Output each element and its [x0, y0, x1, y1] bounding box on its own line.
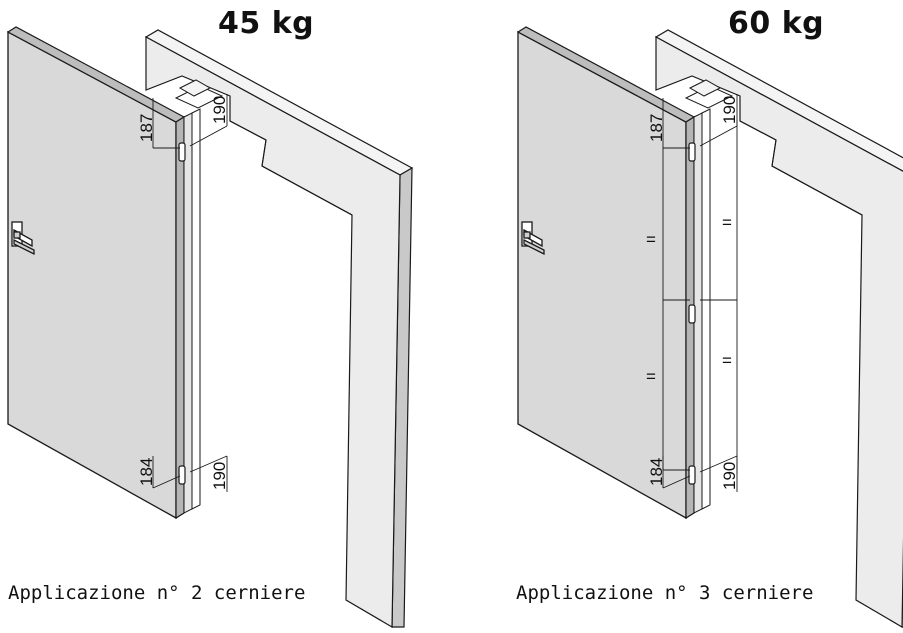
dim-bottom-right-left: 190 — [210, 462, 229, 490]
dim-top-left-right: 187 — [647, 114, 666, 142]
caption-right: Applicazione n° 3 cerniere — [516, 582, 814, 604]
middle-hinge-guides — [662, 120, 738, 474]
dim-bottom-left-left: 184 — [137, 458, 156, 486]
dim-top-right-right: 190 — [720, 96, 739, 124]
dim-bottom-left-right: 184 — [647, 458, 666, 486]
equal-mark-lower-left: = — [646, 367, 656, 386]
door-assembly-right — [517, 26, 903, 628]
equal-mark-upper-left: = — [646, 230, 656, 249]
dim-bottom-right-right: 190 — [720, 462, 739, 490]
dim-top-left-left: 187 — [137, 114, 156, 142]
equal-mark-upper-right: = — [722, 213, 732, 232]
equal-mark-lower-right: = — [722, 351, 732, 370]
caption-left: Applicazione n° 2 cerniere — [8, 582, 306, 604]
weight-label-left: 45 kg — [218, 6, 315, 41]
weight-label-right: 60 kg — [728, 6, 825, 41]
dim-top-right-left: 190 — [210, 96, 229, 124]
middle-hinge — [688, 304, 696, 324]
